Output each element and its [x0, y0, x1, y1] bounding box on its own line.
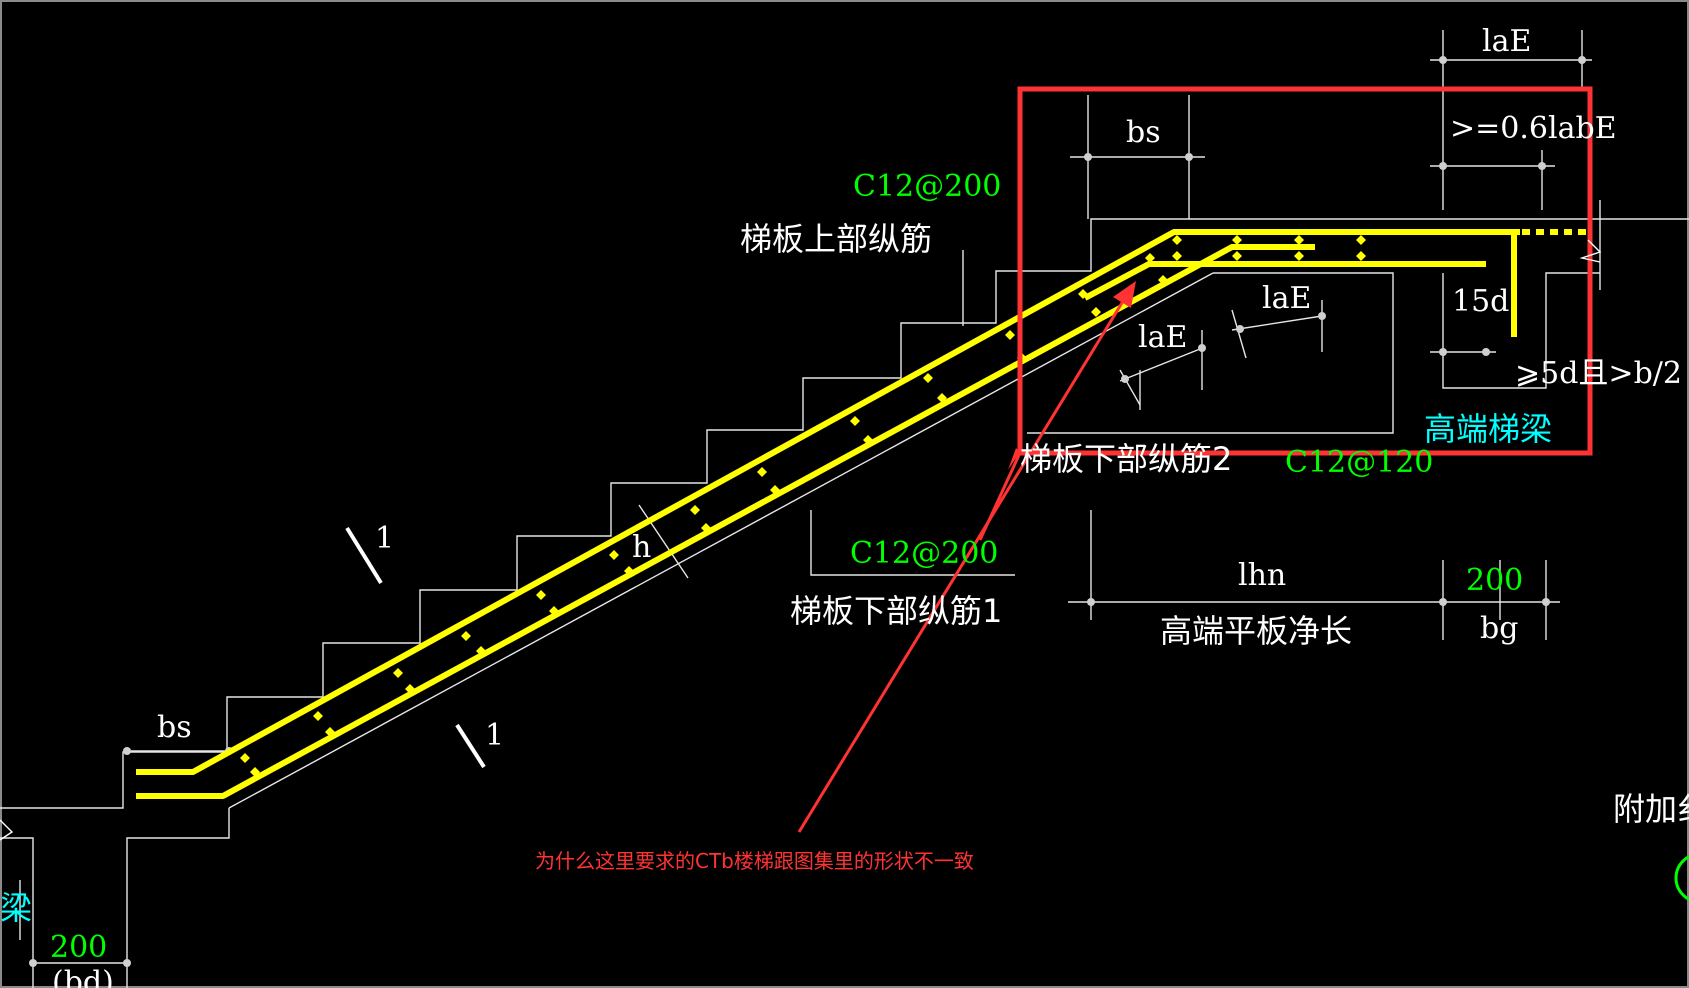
distribution-bar-dot [1078, 289, 1088, 299]
label-200-right: 200 [1466, 563, 1523, 598]
label-lower-rebar-2: 梯板下部纵筋2 [1020, 440, 1232, 478]
distribution-bar-dot [536, 590, 546, 600]
distribution-bar-dot [701, 523, 711, 533]
distribution-bar-dot [1172, 251, 1182, 261]
distribution-bar-dot [757, 467, 767, 477]
dim-thickness [638, 504, 689, 579]
slope-marks [345, 526, 486, 769]
label-5d: ⩾5d且>b/2 [1515, 356, 1682, 391]
dim-lae-left [1119, 346, 1206, 382]
rebars [136, 229, 1520, 799]
distribution-bar-dot [325, 727, 335, 737]
distribution-bar-dot [1145, 253, 1155, 263]
distribution-bar-dot [624, 566, 634, 576]
distribution-bar-dot [770, 485, 780, 495]
low-end-support [126, 808, 230, 925]
distribution-bar-dot [690, 505, 700, 515]
label-platform-length: 高端平板净长 [1160, 612, 1352, 650]
label-slope-bottom: 1 [485, 718, 504, 753]
slope-mark-top [345, 526, 383, 585]
label-lae-top: laE [1482, 24, 1531, 59]
distribution-bar-dot [1232, 235, 1242, 245]
ext-lae-left-c [1119, 369, 1141, 406]
spec-upper: C12@200 [853, 169, 1001, 204]
slab-soffit [228, 272, 1214, 809]
label-high-beam: 高端梯梁 [1424, 410, 1552, 448]
label-200-left: 200 [50, 930, 107, 965]
distribution-bar-dot [313, 711, 323, 721]
drawing-text: bs laE >=0.6labE 15d ⩾5d且>b/2 laE laE 高端… [0, 24, 1689, 988]
distribution-bar-dot [1294, 251, 1304, 261]
distribution-bars [240, 235, 1366, 777]
annotation-question: 为什么这里要求的CTb楼梯跟图集里的形状不一致 [535, 849, 974, 873]
label-thickness-h: h [632, 530, 651, 565]
distribution-bar-dot [250, 767, 260, 777]
low-end-left [0, 837, 34, 988]
distribution-bar-dot [1172, 235, 1182, 245]
dimension-nodes [29, 56, 1586, 967]
distribution-bar-dot [1091, 307, 1101, 317]
label-bs-bottom: bs [157, 710, 192, 745]
distribution-bar-dot [405, 684, 415, 694]
spec-lower-2: C12@120 [1285, 445, 1433, 480]
step-profile [0, 218, 1689, 809]
label-lhn: lhn [1238, 558, 1286, 593]
stair-outline [0, 30, 1689, 988]
distribution-bar-dot [476, 646, 486, 656]
highlight-box [1017, 86, 1593, 456]
spec-lower-1: C12@200 [850, 536, 998, 571]
label-lower-rebar-1: 梯板下部纵筋1 [790, 592, 1002, 630]
annotation-arrow [797, 281, 1136, 833]
label-low-beam-cut: 梁 [0, 889, 32, 927]
distribution-bar-dot [609, 550, 619, 560]
label-bd: (bd) [52, 965, 114, 988]
lower-rebar-1-leader [810, 510, 1015, 576]
high-platform-soffit [1027, 272, 1394, 434]
distribution-bar-dot [863, 435, 873, 445]
label-lae-mid: laE [1262, 281, 1311, 316]
distribution-bar-dot [1356, 251, 1366, 261]
label-bs-top: bs [1126, 115, 1161, 150]
upper-longitudinal-bar [136, 229, 1520, 775]
distribution-bar-dot [549, 606, 559, 616]
dim-lae-mid [1231, 315, 1323, 331]
label-lae-left: laE [1138, 320, 1187, 355]
distribution-bar-dot [461, 631, 471, 641]
break-symbol-left [0, 819, 14, 841]
distribution-bar-dot [1232, 251, 1242, 261]
label-bg: bg [1480, 611, 1518, 646]
label-15d: 15d [1452, 284, 1509, 319]
label-additional-cut: 附加纟 [1613, 790, 1689, 828]
distribution-bar-dot [850, 416, 860, 426]
label-slope-top: 1 [375, 521, 394, 556]
label-06labe: >=0.6labE [1450, 111, 1617, 146]
lower-longitudinal-bar-2 [1083, 261, 1486, 301]
slope-mark-bottom [455, 723, 486, 769]
ext-lae-mid-a [1231, 309, 1247, 359]
lower-longitudinal-bar-1 [136, 244, 1315, 799]
distribution-bar-dot [1356, 235, 1366, 245]
distribution-bar-dot [393, 668, 403, 678]
distribution-bar-dot [1158, 275, 1168, 285]
distribution-bar-dot [1294, 235, 1304, 245]
break-symbol [1579, 239, 1602, 263]
label-upper-rebar: 梯板上部纵筋 [740, 220, 932, 258]
distribution-bar-dot [1005, 330, 1015, 340]
distribution-bar-dot [937, 393, 947, 403]
edge-marker [1674, 855, 1689, 901]
distribution-bar-dot [923, 373, 933, 383]
distribution-bar-dot [240, 753, 250, 763]
